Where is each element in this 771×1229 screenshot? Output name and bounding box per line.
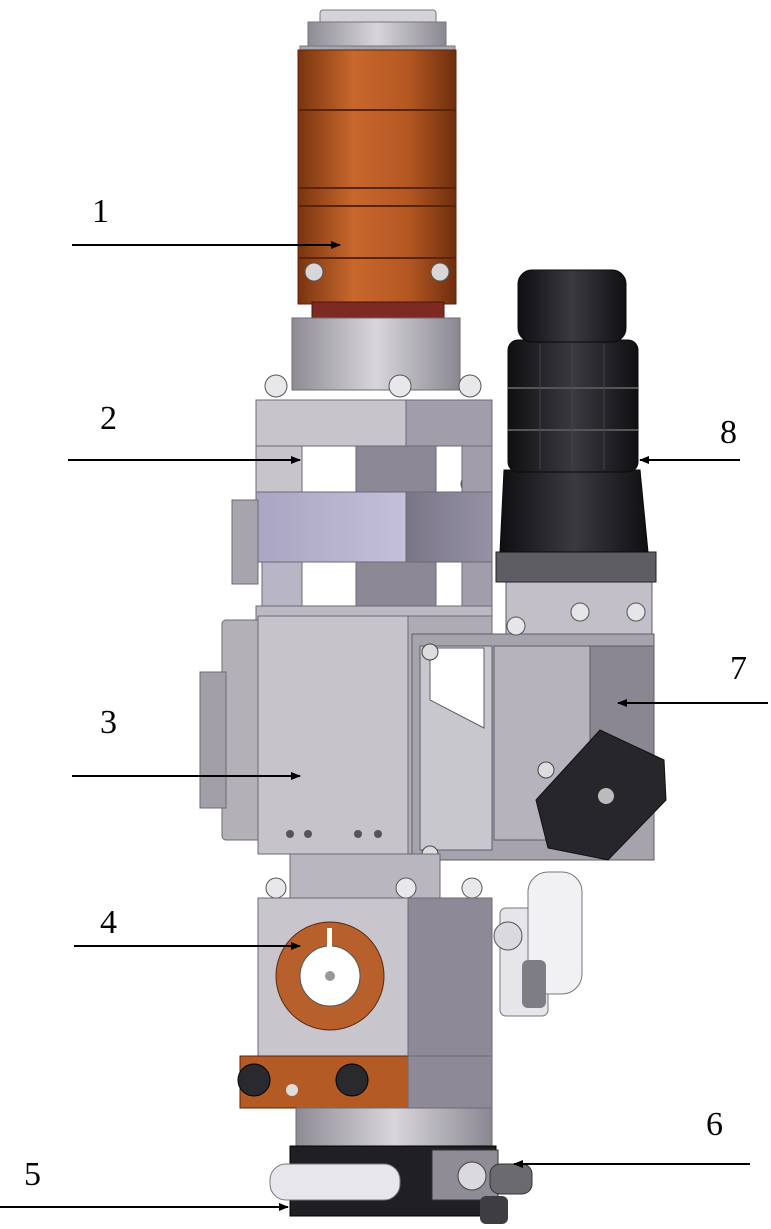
ccd-camera: [495, 269, 657, 636]
reflector-box: [411, 633, 667, 863]
callout-label-8: 8: [720, 414, 737, 451]
callout-label-5: 5: [24, 1156, 41, 1193]
callout-label-3: 3: [100, 704, 117, 741]
steel-tube: [291, 317, 461, 391]
focus-housing: [237, 853, 493, 1109]
top-cap: [299, 9, 456, 53]
main-housing: [199, 615, 493, 855]
callout-label-2: 2: [100, 400, 117, 437]
callout-label-1: 1: [92, 193, 109, 230]
nozzle-section: [269, 1107, 533, 1224]
callout-arrows: [0, 241, 768, 1211]
adjustment-block: [231, 399, 493, 621]
air-fitting: [493, 871, 583, 1017]
collimator-body: [297, 49, 457, 321]
callout-label-7: 7: [730, 650, 747, 687]
callout-label-4: 4: [100, 904, 117, 941]
callout-label-6: 6: [706, 1106, 723, 1143]
